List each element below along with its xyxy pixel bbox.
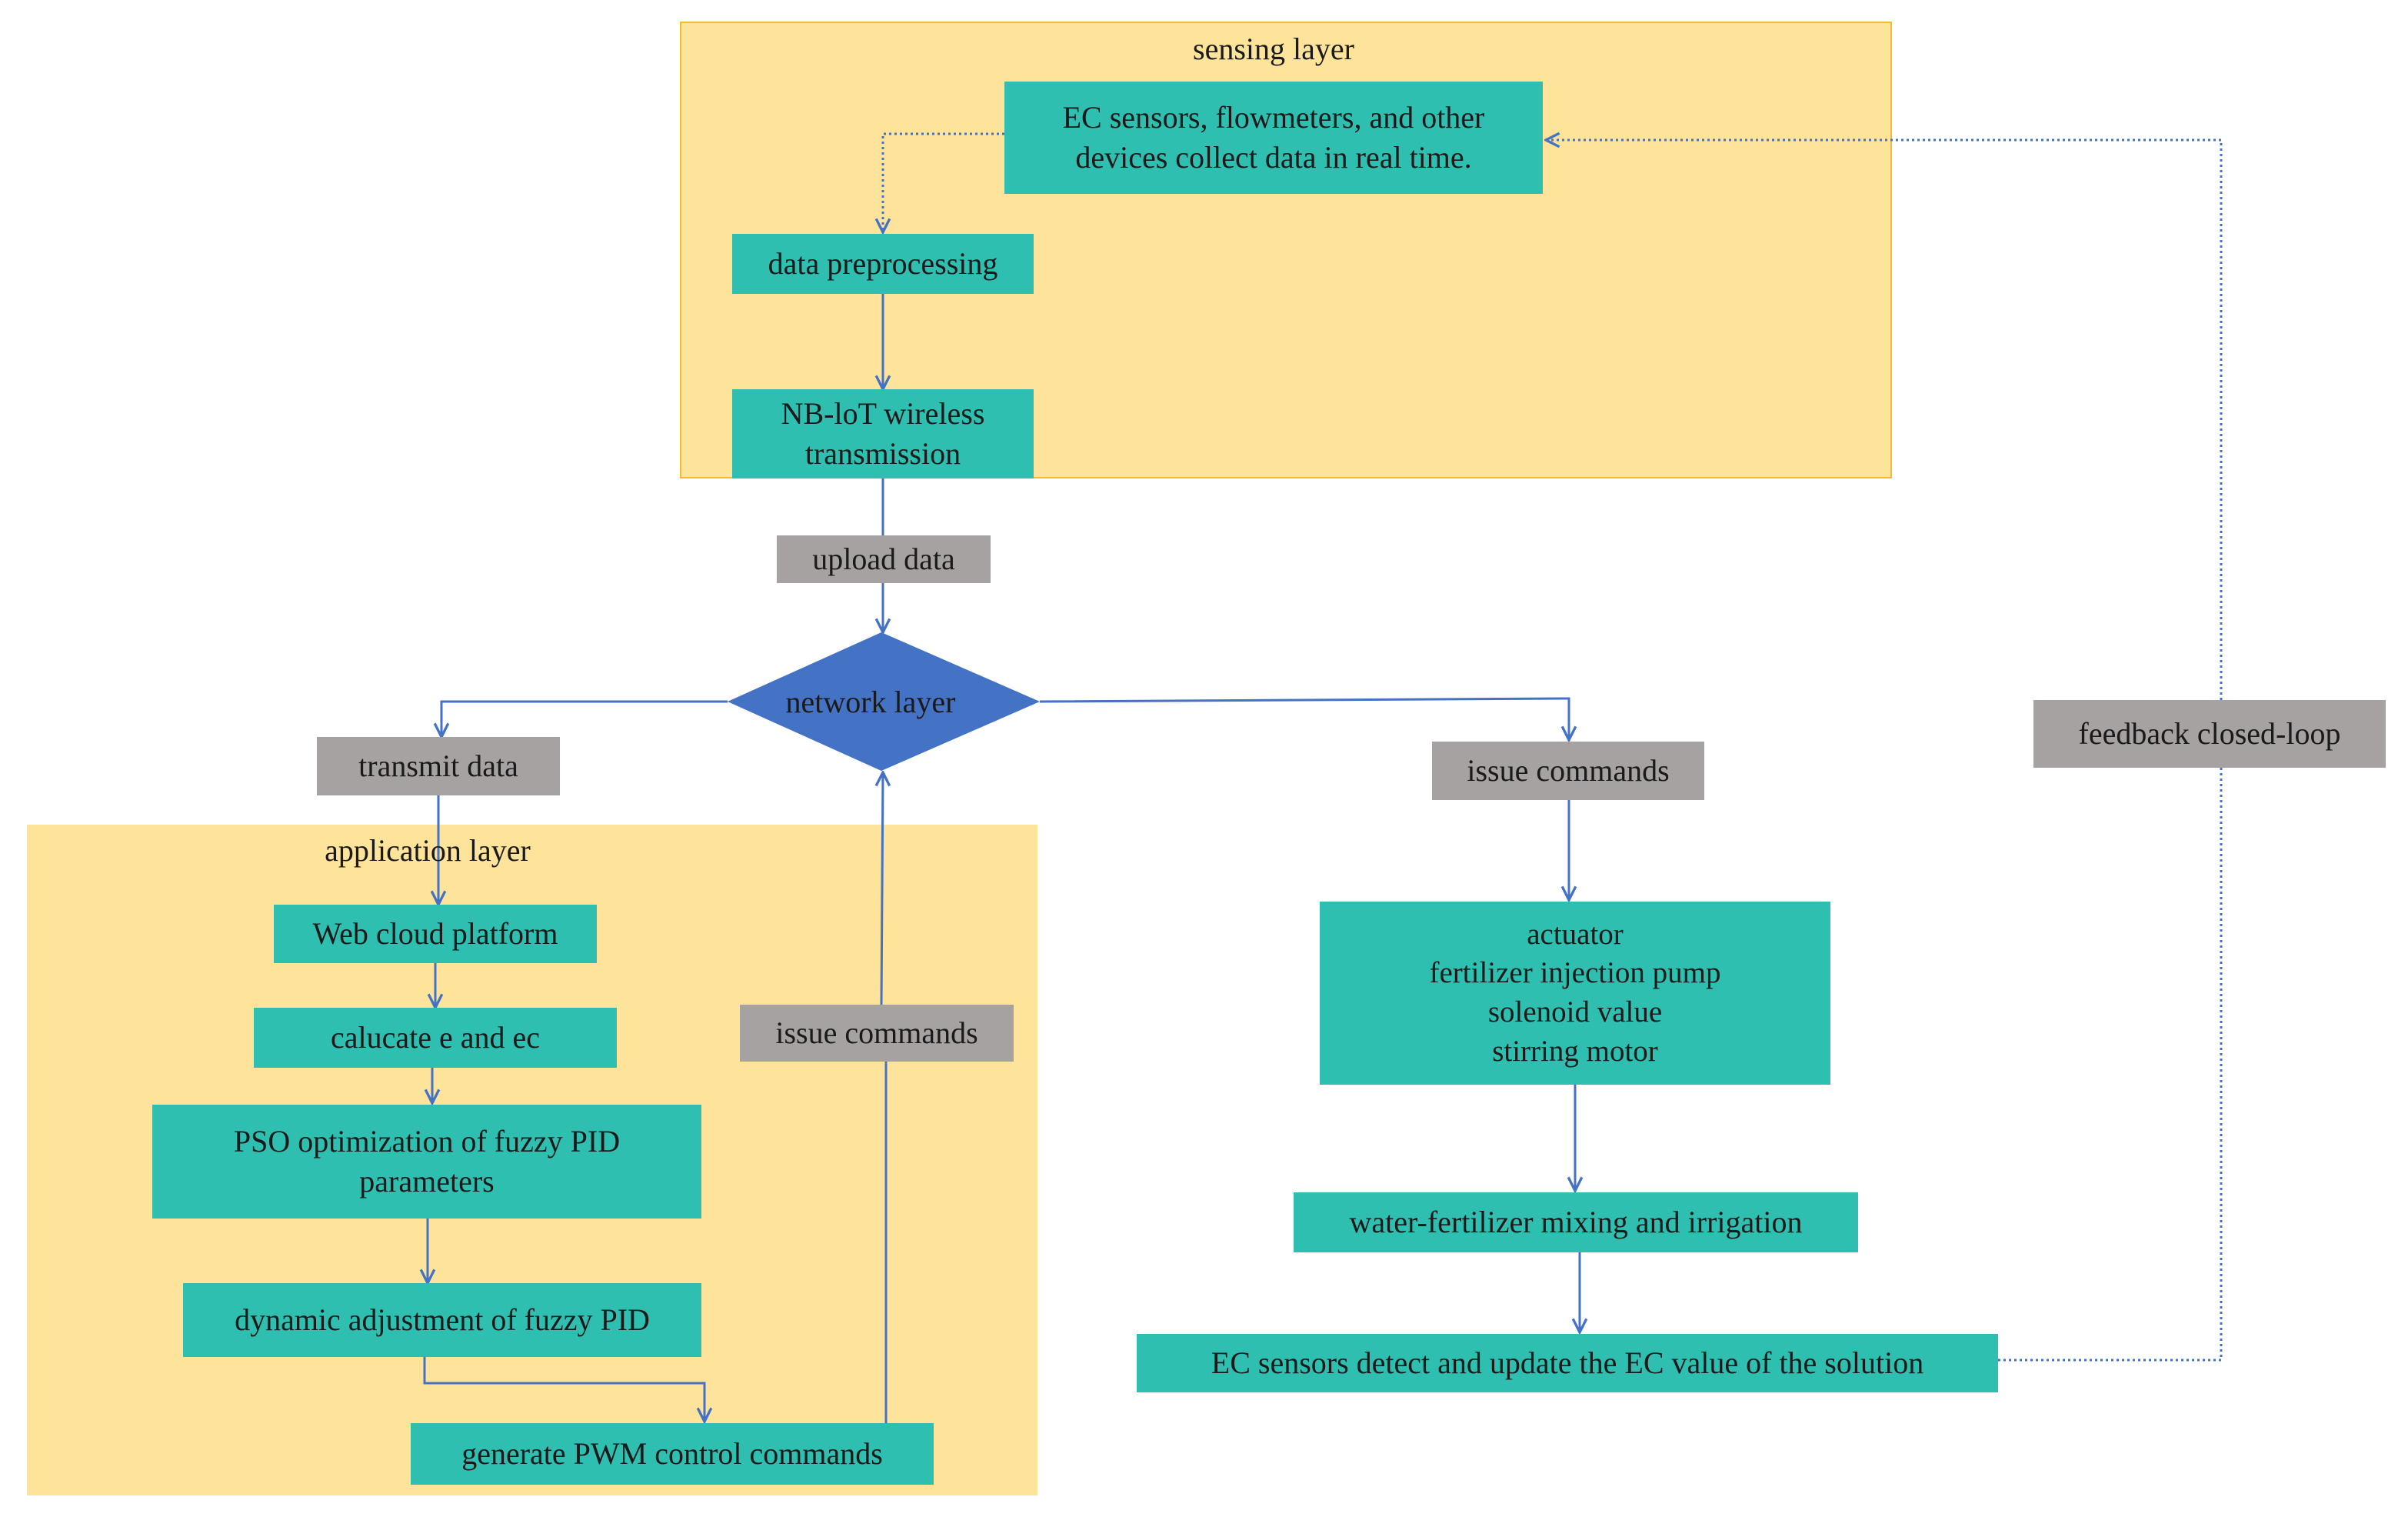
collect-node: EC sensors, flowmeters, and other device… [1004, 82, 1543, 194]
edge-feedback-to-collect [1546, 140, 2223, 700]
edge-detect-to-feedback [1998, 768, 2223, 1362]
pso-optimization-node: PSO optimization of fuzzy PID parameters [152, 1105, 701, 1219]
mixing-irrigation-node: water-fertilizer mixing and irrigation [1294, 1192, 1858, 1252]
issue-commands-left-label: issue commands [740, 1005, 1014, 1062]
application-layer-title: application layer [325, 833, 531, 868]
issue-commands-right-label: issue commands [1432, 742, 1704, 800]
network-layer-diamond [728, 632, 1040, 771]
dynamic-adjustment-node: dynamic adjustment of fuzzy PID [183, 1283, 701, 1357]
preprocess-node: data preprocessing [732, 234, 1034, 294]
sensing-layer-title: sensing layer [1193, 32, 1354, 66]
feedback-closed-loop-label: feedback closed-loop [2033, 700, 2386, 768]
edge-dynamic-to-pwm [423, 1357, 704, 1422]
edge-collect-to-preprocess [883, 132, 1004, 232]
actuator-node: actuator fertilizer injection pump solen… [1320, 902, 1830, 1085]
ec-detect-node: EC sensors detect and update the EC valu… [1137, 1334, 1998, 1392]
calc-e-ec-node: calucate e and ec [254, 1008, 617, 1068]
transmit-data-label: transmit data [317, 737, 560, 795]
edge-issue-to-network [881, 772, 883, 1005]
web-cloud-node: Web cloud platform [274, 905, 597, 963]
pwm-commands-node: generate PWM control commands [411, 1423, 934, 1485]
edge-network-to-issue-right [1039, 697, 1569, 740]
nbiot-node: NB-loT wireless transmission [732, 389, 1034, 478]
network-layer-label: network layer [785, 684, 956, 719]
edge-network-to-transmit [441, 700, 728, 737]
upload-data-label: upload data [777, 535, 991, 583]
